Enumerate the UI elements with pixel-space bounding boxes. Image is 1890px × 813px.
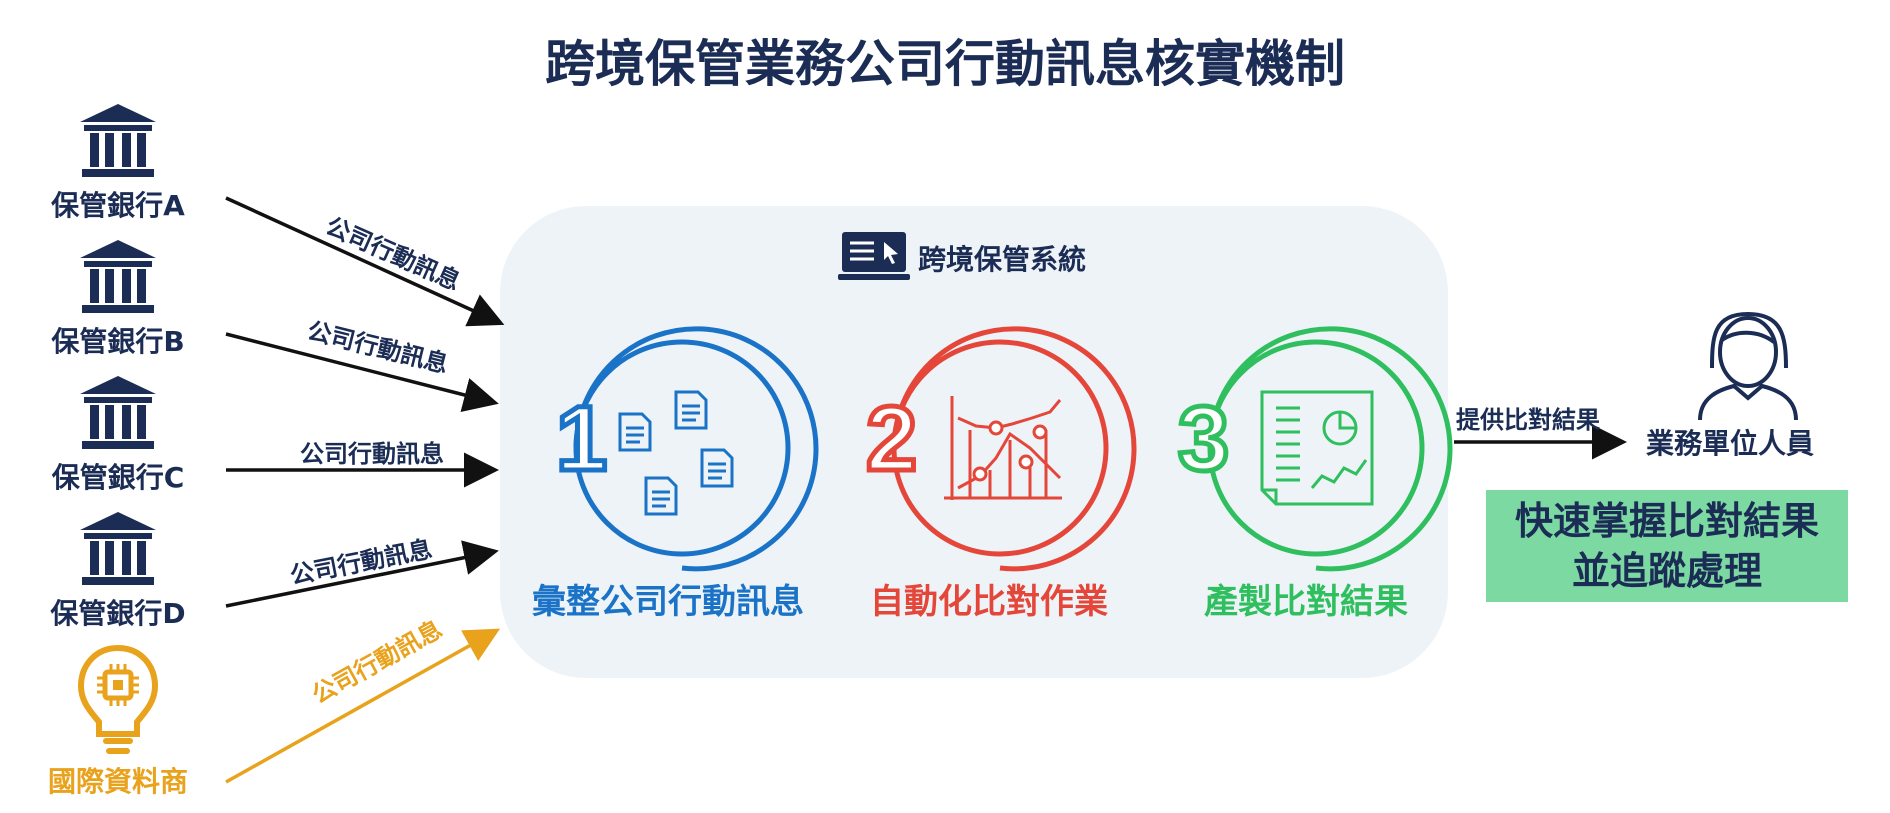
system-panel [500,206,1448,678]
step-2-label: 自動化比對作業 [870,582,1108,622]
page-title: 跨境保管業務公司行動訊息核實機制 [545,35,1345,93]
laptop-icon [838,232,910,280]
arrow-label: 公司行動訊息 [307,615,447,709]
bank-icon [80,104,156,177]
source-label: 保管銀行D [50,597,186,630]
report-icon [1260,390,1374,506]
result-box: 快速掌握比對結果 並追蹤處理 [1486,490,1848,602]
documents-icon [618,390,734,516]
arrow-label: 公司行動訊息 [288,535,435,590]
arrow-bank-d [225,540,499,608]
arrow-label: 公司行動訊息 [305,317,451,379]
source-bank-b: 保管銀行B [38,236,198,360]
arrow-label: 公司行動訊息 [322,212,465,296]
source-data-vendor: 國際資料商 [28,642,208,800]
bank-icon [80,240,156,313]
step-number: 2 [866,388,917,490]
person-label: 業務單位人員 [1646,427,1815,460]
arrow-data-vendor [225,628,501,784]
source-label: 保管銀行C [51,461,185,494]
result-line-2: 並追蹤處理 [1571,549,1762,593]
arrow-bank-a [225,196,505,327]
bank-icon [80,512,156,585]
person-icon [1698,311,1798,421]
arrow-label: 公司行動訊息 [300,440,444,468]
step-1-graphic: 1 [554,326,819,572]
source-label: 保管銀行A [51,189,185,222]
lightbulb-chip-icon [77,644,159,754]
step-3-label: 產製比對結果 [1204,582,1408,622]
source-bank-c: 保管銀行C [38,372,198,496]
result-line-1: 快速掌握比對結果 [1514,499,1819,543]
source-label: 保管銀行B [51,325,185,358]
arrow-bank-b [225,332,499,413]
step-2-graphic: 2 [864,326,1137,572]
step-3-graphic: 3 [1176,326,1453,572]
bank-icon [80,376,156,449]
output-arrow-label: 提供比對結果 [1456,406,1600,434]
step-1-label: 彙整公司行動訊息 [532,582,804,622]
step-number: 3 [1178,388,1229,490]
source-bank-d: 保管銀行D [38,508,198,632]
system-title: 跨境保管系統 [918,243,1087,276]
source-label: 國際資料商 [47,765,188,798]
step-number: 1 [556,388,607,490]
source-bank-a: 保管銀行A [38,100,198,224]
line-chart-icon [944,396,1062,500]
